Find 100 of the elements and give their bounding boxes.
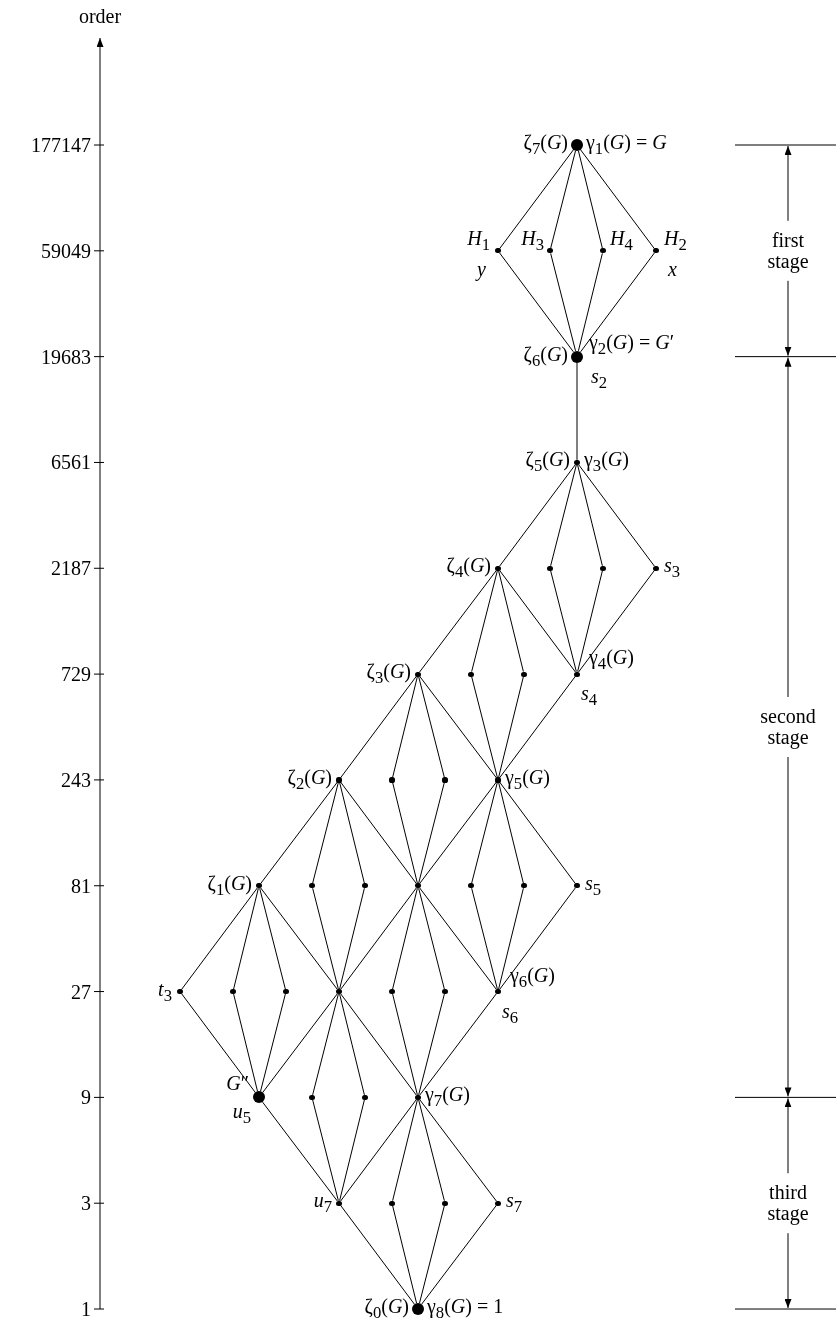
lattice-edge [471, 887, 498, 990]
lattice-edge [499, 781, 576, 885]
lattice-edge [340, 675, 417, 779]
vertex-label: t$_{3}$ [158, 978, 172, 1005]
lattice-edge [312, 993, 339, 1096]
vertex-label: ζ$_{7}$(G) [523, 132, 568, 158]
vertex-dot [389, 1200, 395, 1206]
vertex-dot [415, 883, 421, 889]
lattice-edge [339, 781, 365, 884]
vertex-label: s$_{5}$ [585, 872, 602, 899]
vertex-label: u$_{7}$ [313, 1190, 332, 1216]
lattice-edge [419, 993, 497, 1096]
stage-label: second stage [759, 706, 817, 748]
lattice-edge [312, 781, 339, 884]
vertex-label: ζ$_{4}$(G) [446, 555, 491, 582]
lattice-edge [392, 993, 418, 1096]
axis-tick-label: 9 [81, 1086, 91, 1108]
axis-tick-label: 81 [71, 875, 91, 897]
vertex-dot [389, 777, 395, 783]
lattice-edge [499, 675, 576, 779]
lattice-edge [499, 149, 574, 250]
lattice-edge [498, 570, 524, 673]
vertex-dot [521, 883, 527, 889]
lattice-edge [577, 150, 603, 249]
lattice-edge [340, 1098, 417, 1202]
vertex-label: H$_{1}$ [467, 228, 490, 254]
vertex-dot [468, 671, 474, 677]
vertex-dot [468, 883, 474, 889]
lattice-edge [392, 676, 418, 778]
lattice-edge [576, 362, 578, 461]
lattice-edge [312, 1099, 339, 1202]
axis-title: order [78, 5, 122, 27]
lattice-edge [418, 993, 445, 1096]
vertex-label: γ$_{7}$(G) [425, 1084, 470, 1111]
stage-label: first stage [766, 229, 810, 272]
lattice-edge [499, 464, 576, 567]
vertex-dot [442, 1200, 448, 1206]
vertex-dot [336, 988, 342, 995]
vertex-dot [547, 565, 553, 571]
vertex-label: s$_{4}$ [581, 683, 598, 709]
axis-tick-label: 243 [61, 769, 91, 791]
vertex-label: γ$_{1}$(G) = G [586, 132, 667, 158]
lattice-edge [578, 464, 655, 567]
lattice-edge [419, 569, 497, 673]
lattice-edge [499, 252, 574, 353]
lattice-edge [418, 676, 445, 778]
vertex-label: γ$_{6}$(G) [510, 964, 555, 991]
lattice-edge [233, 993, 259, 1093]
vertex-label: s$_{3}$ [664, 555, 681, 582]
vertex-label: y [477, 258, 486, 279]
vertex-dot [442, 988, 448, 995]
axis-tick-label: 6561 [51, 451, 91, 473]
vertex-dot [362, 883, 368, 889]
vertex-dot [389, 988, 395, 995]
vertex-label: H$_{4}$ [610, 228, 633, 254]
lattice-edge [181, 887, 258, 990]
vertex-dot [283, 988, 289, 995]
vertex-label: γ$_{3}$(G) [584, 449, 629, 476]
vertex-dot [230, 988, 236, 995]
axis-tick-label: 1 [81, 1298, 91, 1320]
stage-label: third stage [766, 1182, 810, 1225]
lattice-edge [392, 1205, 418, 1304]
vertex-label: s$_{7}$ [506, 1190, 523, 1216]
axis-tick-label: 177147 [31, 134, 91, 156]
vertex-dot [309, 1094, 315, 1100]
lattice-edge [340, 1204, 415, 1305]
lattice-edge [340, 887, 417, 990]
lattice-edge [550, 464, 577, 567]
axis-tick-label: 729 [61, 663, 91, 685]
axis-tick-label: 59049 [41, 240, 91, 262]
axis-tick-label: 2187 [51, 557, 91, 579]
vertex-label: ζ$_{1}$(G) [207, 872, 252, 899]
lattice-edge [419, 1205, 445, 1304]
lattice-edge [262, 1101, 338, 1202]
lattice-edge [550, 570, 577, 673]
vertex-label: s$_{2}$ [591, 365, 608, 392]
vertex-dot [442, 777, 448, 783]
lattice-edge [262, 993, 338, 1094]
axis-tick-label: 3 [81, 1192, 91, 1214]
lattice-edge [421, 1204, 497, 1305]
vertex-label: γ$_{4}$(G) [589, 647, 634, 673]
vertex-label: x [668, 258, 677, 279]
vertex-label: ζ$_{0}$(G) [364, 1296, 409, 1322]
lattice-edge [260, 993, 286, 1093]
lattice-edge [419, 887, 497, 990]
lattice-edge [471, 781, 498, 884]
vertex-label: γ$_{2}$(G) = G′ [589, 331, 675, 358]
lattice-edge [340, 993, 417, 1096]
vertex-label: H$_{3}$ [521, 228, 544, 254]
vertex-dot [309, 883, 315, 889]
lattice-edge [339, 887, 365, 990]
lattice-edge [498, 781, 524, 884]
vertex-label: γ$_{8}$(G) = 1 [427, 1296, 504, 1322]
lattice-edge [499, 887, 576, 990]
lattice-edge [419, 1098, 497, 1202]
lattice-edge [392, 781, 418, 884]
lattice-edge [419, 781, 497, 885]
lattice-edge [580, 252, 655, 353]
lattice-edge [580, 149, 655, 250]
lattice-edge [392, 887, 418, 990]
